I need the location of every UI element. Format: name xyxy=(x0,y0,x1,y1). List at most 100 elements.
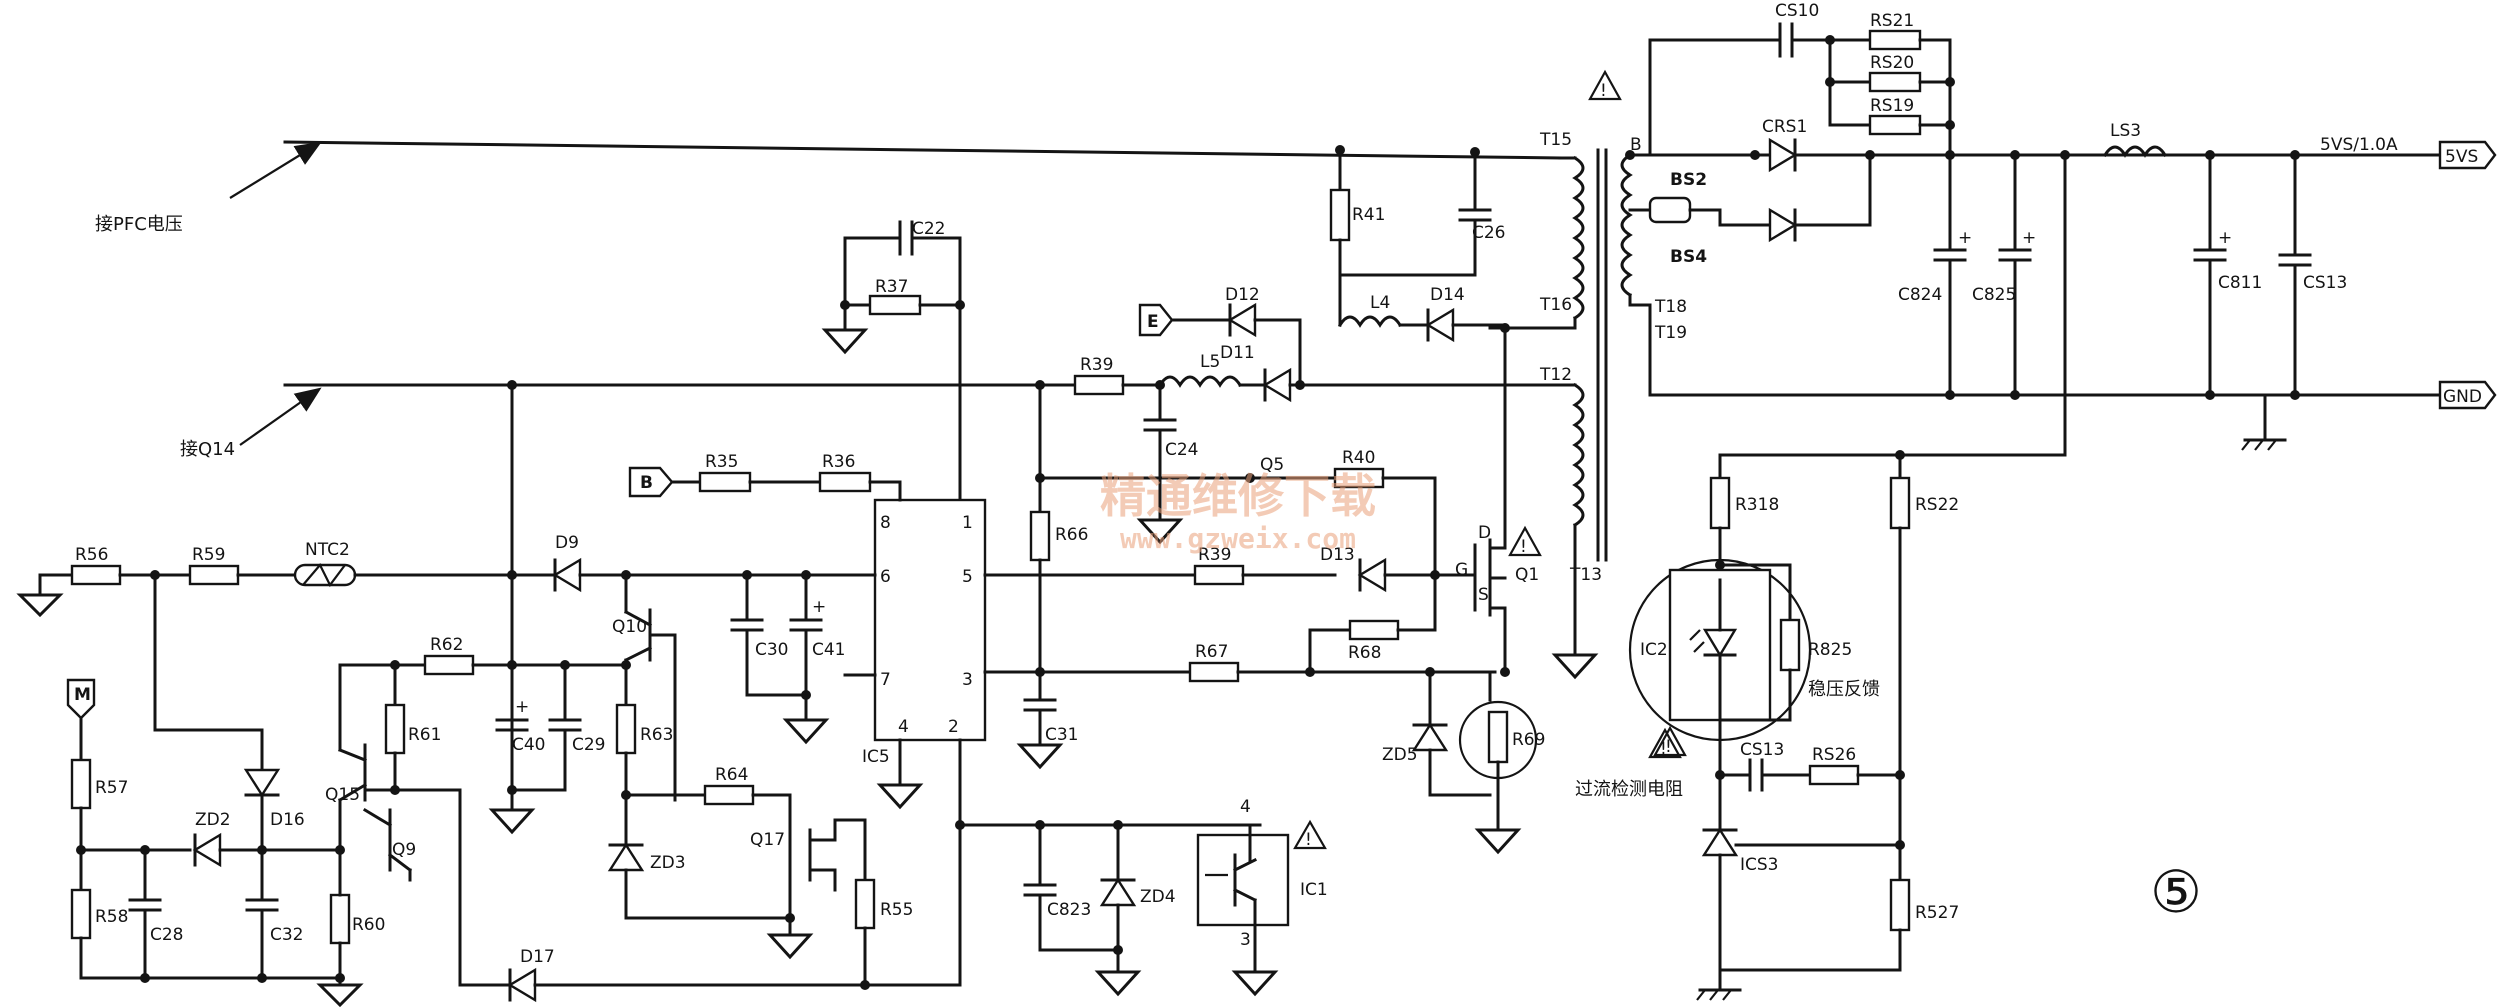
cs10-label: CS10 xyxy=(1775,1,1819,21)
warning-mark: ! xyxy=(1600,81,1607,101)
d16-label: D16 xyxy=(270,810,305,830)
ground-icon xyxy=(1136,518,1184,545)
r36-label: R36 xyxy=(822,452,855,472)
r39-mid-label: R39 xyxy=(1198,545,1231,565)
warning-icon xyxy=(1293,819,1327,850)
r41-label: R41 xyxy=(1352,205,1385,225)
ground-icon xyxy=(782,718,830,745)
d13-label: D13 xyxy=(1320,545,1355,565)
pfc-input-label: 接PFC电压 xyxy=(95,214,183,235)
q14-input-label: 接Q14 xyxy=(180,439,235,460)
r55-label: R55 xyxy=(880,900,913,920)
zd3-label: ZD3 xyxy=(650,853,686,873)
bs2-label: BS2 xyxy=(1670,170,1707,190)
c26-label: C26 xyxy=(1472,223,1506,243)
c29-label: C29 xyxy=(572,735,606,755)
crs1-label: CRS1 xyxy=(1762,117,1807,137)
polarity-mark: + xyxy=(2022,228,2036,248)
r318-label: R318 xyxy=(1735,495,1779,515)
ground-icon xyxy=(1016,743,1064,770)
bs2-bead xyxy=(1648,196,1692,224)
ntc2-label: NTC2 xyxy=(305,540,350,560)
c40-label: C40 xyxy=(512,735,546,755)
r35-label: R35 xyxy=(705,452,738,472)
r59-label: R59 xyxy=(192,545,225,565)
warning-mark: ! xyxy=(1520,537,1527,557)
q1-pin-s: S xyxy=(1478,585,1489,605)
q14-rail: 接Q14 xyxy=(180,383,1062,460)
c825-label: C811 xyxy=(2218,273,2262,293)
aux-winding xyxy=(1572,382,1585,528)
c22-label: C22 xyxy=(912,219,946,239)
b-input-chain: B R35 R36 xyxy=(628,452,902,502)
ground-icon xyxy=(1551,653,1599,680)
rs26-label: RS26 xyxy=(1812,745,1856,765)
q5-label: Q5 xyxy=(1260,455,1284,475)
d9-diode: D9 xyxy=(552,533,877,593)
bs4-label: BS4 xyxy=(1670,247,1707,267)
gnd-connector xyxy=(2438,380,2497,410)
r68-label: R68 xyxy=(1348,643,1381,663)
ic5-pin7: 7 xyxy=(880,670,891,690)
r60-label: R60 xyxy=(352,915,385,935)
q15-q9-pair: Q15 R61 Q9 R60 xyxy=(316,663,462,1008)
ground-icon xyxy=(821,328,869,355)
d17-label: D17 xyxy=(520,947,555,967)
d11-label: D11 xyxy=(1220,343,1255,363)
sense-resistor-note: 过流检测电阻 xyxy=(1575,779,1683,800)
polarity-mark: + xyxy=(2218,228,2232,248)
q17-label: Q17 xyxy=(750,830,785,850)
ic5-pin3: 3 xyxy=(962,670,973,690)
warning-mark: ! xyxy=(1305,830,1312,850)
pfc-rail: 接PFC电压 xyxy=(95,140,1562,235)
m-connector xyxy=(66,678,96,720)
r64-q17: R64 Q17 R55 xyxy=(624,765,913,987)
feedback-circuit: R318 IC2 R825 稳压反馈 ! CS13 RS26 RS22 xyxy=(1628,153,2067,1001)
secondary-b-label: B xyxy=(1630,135,1642,155)
r57-label: R57 xyxy=(95,778,128,798)
ic5-chip: 8 1 6 5 7 3 4 2 IC5 xyxy=(862,498,987,767)
q10-label: Q10 xyxy=(612,617,647,637)
t16-label: T16 xyxy=(1539,295,1572,315)
d9-label: D9 xyxy=(555,533,579,553)
r37-label: R37 xyxy=(875,277,908,297)
5vs-connector-label: 5VS xyxy=(2445,147,2478,167)
q15-label: Q15 xyxy=(325,785,360,805)
r61-label: R61 xyxy=(408,725,441,745)
warning-icon xyxy=(1648,727,1682,759)
c32-label: C823 xyxy=(1047,900,1091,920)
l5-label: L5 xyxy=(1200,352,1220,372)
polarity-mark: + xyxy=(515,697,529,717)
5vs-connector xyxy=(2438,140,2497,170)
output-rectifier: CS10 RS21 RS20 RS19 CRS1 BS2 BS4 xyxy=(1628,1,2497,451)
warning-icon xyxy=(1508,525,1542,557)
warning-icon xyxy=(1588,69,1622,101)
ic5-pin1: 1 xyxy=(962,513,973,533)
r40-label: R40 xyxy=(1342,448,1375,468)
c30-c41: C30 + C41 xyxy=(730,573,846,745)
l4-inductor xyxy=(1337,315,1403,328)
r63-zd3: R63 ZD3 xyxy=(607,663,792,920)
t15-label: T15 xyxy=(1539,130,1572,150)
watermark-title: 精通维修下载 xyxy=(1100,469,1376,523)
c30-label: C30 xyxy=(755,640,789,660)
ics3-label: ICS3 xyxy=(1740,855,1779,875)
ic1-pin4: 4 xyxy=(1240,797,1251,817)
ic5-pin6: 6 xyxy=(880,567,891,587)
ground-icon xyxy=(1094,970,1142,997)
d14-label: D14 xyxy=(1430,285,1465,305)
ic2-label: IC2 xyxy=(1640,640,1668,660)
b-connector-label: B xyxy=(640,473,653,493)
rs19-label: RS19 xyxy=(1870,96,1914,116)
t13-label: T13 xyxy=(1569,565,1602,585)
secondary-winding xyxy=(1620,152,1633,298)
r62-row: R62 xyxy=(338,635,631,676)
snubber: R41 C26 L4 D14 xyxy=(1329,145,1510,343)
c41-label: C41 xyxy=(812,640,846,660)
ls3-label: LS3 xyxy=(2110,121,2141,141)
t19-label: T19 xyxy=(1654,323,1687,343)
r62-label: R62 xyxy=(430,635,463,655)
rs21-label: RS21 xyxy=(1870,11,1914,31)
polarity-mark: + xyxy=(1958,228,1972,248)
